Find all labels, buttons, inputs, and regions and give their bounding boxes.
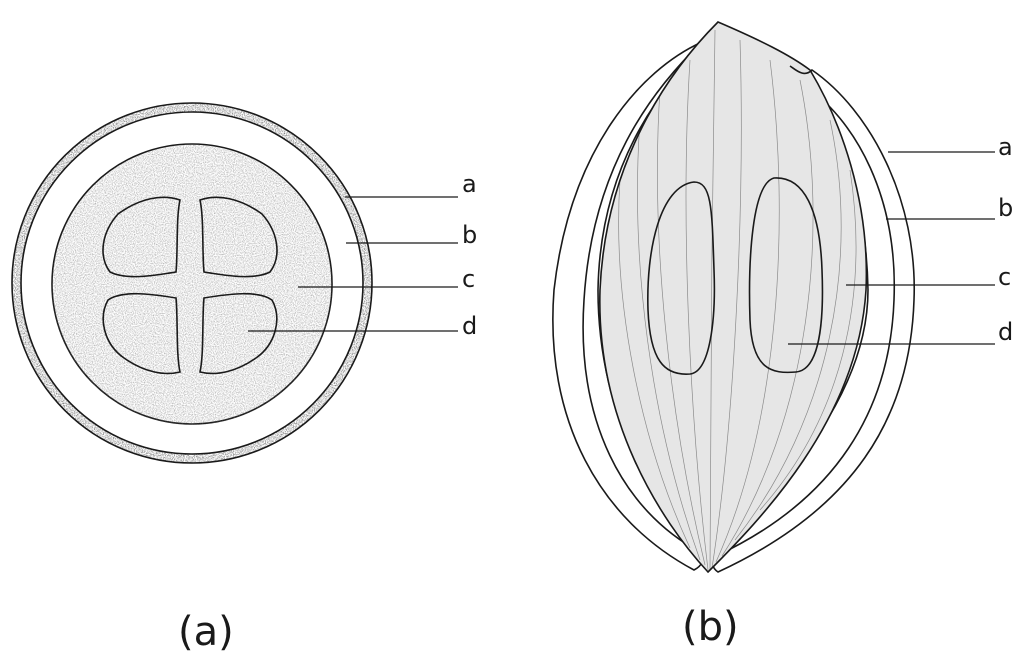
label-b-d: d <box>998 318 1013 346</box>
label-b: b <box>462 221 477 249</box>
label-a: a <box>462 170 477 198</box>
label-b-c: c <box>998 263 1011 291</box>
core-stipple <box>40 130 350 440</box>
label-d: d <box>462 312 477 340</box>
panel-b-longitudinal-section: a b c d (b) <box>553 22 1013 650</box>
label-b-b: b <box>998 194 1013 222</box>
fibrous-core <box>600 22 867 572</box>
caption-a: (a) <box>178 609 234 655</box>
panel-a-cross-section: a b c d (a) <box>0 90 477 655</box>
label-b-a: a <box>998 133 1013 161</box>
caption-b: (b) <box>682 604 739 650</box>
label-c: c <box>462 265 475 293</box>
